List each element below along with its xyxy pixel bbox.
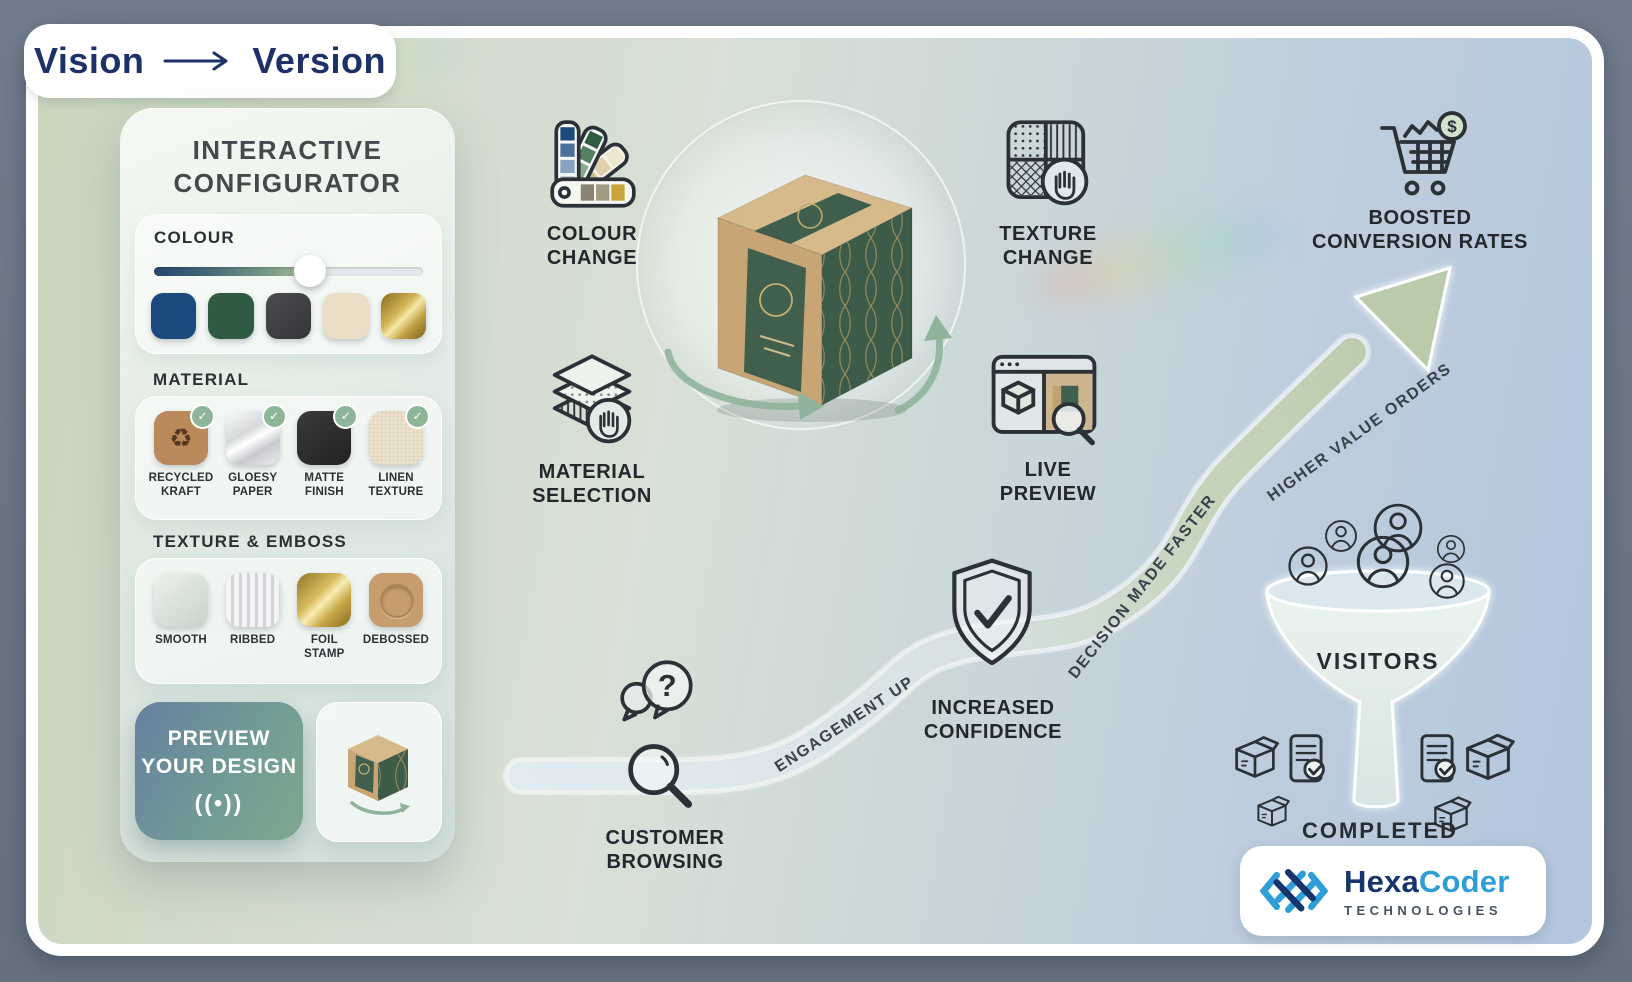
colour-swatches [151,293,427,339]
material-option-recycled-kraft[interactable]: ♻ ✓ RECYCLED KRAFT [149,404,215,499]
configurator-panel: INTERACTIVE CONFIGURATOR COLOUR MATERIAL… [120,108,455,862]
panel-title: INTERACTIVE CONFIGURATOR [173,135,402,198]
feature-colour-change: COLOUR CHANGE [546,223,638,270]
material-layers-icon [552,354,632,444]
texture-option-ribbed[interactable]: RIBBED [221,573,285,661]
colour-swatch-gold[interactable] [380,293,427,339]
feature-texture-change: TEXTURE CHANGE [999,223,1097,270]
package-box-icon [1466,733,1515,780]
package-box-icon [1235,736,1280,778]
brand-tab: Vision Version [24,24,396,98]
colour-slider[interactable] [154,255,423,287]
brand-vision: Vision [34,40,145,81]
colour-swatch-navy[interactable] [151,293,197,339]
product-halo [636,100,966,430]
texture-label: TEXTURE & EMBOSS [153,532,347,551]
texture-option-debossed[interactable]: DEBOSSED [363,573,429,661]
mini-box-icon [348,735,410,815]
arrow-icon [163,51,228,71]
material-option-linen-texture[interactable]: ✓ LINEN TEXTURE [364,404,430,499]
colour-swatch-charcoal[interactable] [265,293,312,339]
person-icon [1436,534,1466,564]
live-preview-icon [991,354,1097,446]
cart-icon: $ [1380,111,1467,196]
footer-logo-text: HexaCoder TECHNOLOGIES [1344,864,1510,918]
colour-label: COLOUR [154,228,235,247]
colour-swatch-cream[interactable] [323,293,369,339]
colour-swatch-green[interactable] [208,293,254,339]
material-option-matte-finish[interactable]: ✓ MATTE FINISH [292,404,359,499]
hexacoder-logo-icon [1259,869,1329,913]
person-icon [1429,563,1465,599]
deboss-circle [379,584,414,618]
recycle-icon: ♻ [169,422,193,453]
texture-card: SMOOTH RIBBED FOIL STAMP DEBOSSED [135,558,442,684]
material-label: MATERIAL [153,370,250,389]
material-option-gloesy-paper[interactable]: ✓ GLOESY PAPER [221,404,287,499]
check-badge: ✓ [190,404,215,429]
check-badge: ✓ [261,404,287,429]
material-card: ♻ ✓ RECYCLED KRAFT ✓ GLOESY PAPER ✓ MATT… [135,396,442,520]
chat-question-icon: ? [620,660,693,722]
preview-design-button[interactable]: PREVIEW YOUR DESIGN ((•)) [135,702,303,840]
check-badge: ✓ [404,404,430,429]
document-check-icon [1289,734,1325,783]
person-icon [1288,546,1328,586]
brand-name-coder: Coder [1418,864,1510,899]
check-badge: ✓ [333,404,359,429]
brand-version: Version [252,40,386,81]
person-icon [1356,535,1410,589]
texture-swatch-icon [1006,120,1089,206]
preview-thumbnail-card[interactable] [316,702,442,842]
texture-option-smooth[interactable]: SMOOTH [149,573,213,661]
funnel-completed-label: COMPLETED [1301,818,1459,843]
svg-text:?: ? [658,668,677,703]
brand-name-hexa: Hexa [1344,864,1419,899]
step-increased-confidence: INCREASED CONFIDENCE [923,697,1063,744]
colour-card: COLOUR [135,214,442,354]
feature-boosted-conversion: BOOSTED CONVERSION RATES [1312,207,1528,254]
funnel-visitors-label: VISITORS [1316,648,1440,674]
footer-logo-card: HexaCoder TECHNOLOGIES [1240,846,1546,936]
feature-live-preview: LIVE PREVIEW [999,459,1097,506]
brand-tagline: TECHNOLOGIES [1344,903,1503,918]
feature-material-selection: MATERIAL SELECTION [532,461,652,508]
texture-option-foil-stamp[interactable]: FOIL STAMP [292,573,356,661]
colour-slider-knob[interactable] [293,255,326,287]
step-customer-browsing: CUSTOMER BROWSING [605,827,725,874]
svg-text:$: $ [1447,117,1457,136]
search-icon [628,744,693,808]
colour-fan-icon [550,120,636,208]
person-icon [1325,520,1357,552]
shield-check-icon [952,558,1032,666]
live-broadcast-icon: ((•)) [194,789,244,816]
